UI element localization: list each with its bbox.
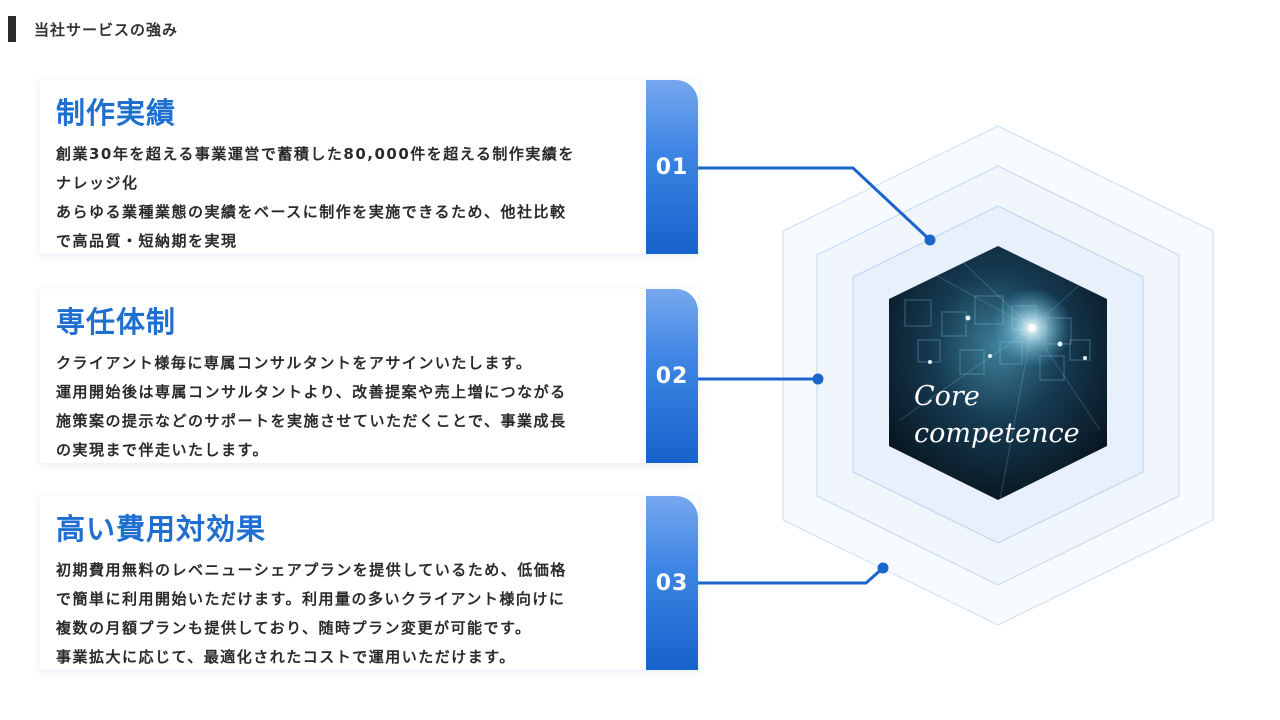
number-tab: 03 — [646, 496, 698, 670]
number-tab: 02 — [646, 289, 698, 463]
card-text-line: で高品質・短納期を実現 — [56, 232, 238, 250]
card-body: 専任体制 クライアント様毎に専属コンサルタントをアサインいたします。 運用開始後… — [56, 303, 636, 465]
strength-card-02: 専任体制 クライアント様毎に専属コンサルタントをアサインいたします。 運用開始後… — [40, 289, 698, 463]
connector-dot-03 — [877, 562, 889, 574]
connector-dot-01 — [924, 234, 936, 246]
card-text-line: の実現まで伴走いたします。 — [56, 441, 270, 459]
tab-number: 02 — [655, 363, 689, 389]
header-accent-bar — [8, 16, 16, 42]
card-text-line: ナレッジ化 — [56, 174, 139, 192]
section-header: 当社サービスの強み — [8, 16, 178, 42]
strength-card-03: 高い費用対効果 初期費用無料のレベニューシェアプランを提供しているため、低価格 … — [40, 496, 698, 670]
card-title: 専任体制 — [56, 305, 177, 339]
connector-01 — [698, 166, 932, 242]
card-body: 制作実績 創業30年を超える事業運営で蓄積した80,000件を超える制作実績を … — [56, 94, 636, 256]
header-title: 当社サービスの強み — [34, 20, 179, 39]
connector-dot-02 — [812, 373, 824, 385]
core-text-line1: Core — [914, 381, 980, 412]
card-title: 制作実績 — [56, 96, 177, 130]
card-title: 高い費用対効果 — [56, 512, 267, 546]
card-text-line: 複数の月額プランも提供しており、随時プラン変更が可能です。 — [56, 619, 532, 637]
card-text-line: で簡単に利用開始いただけます。利用量の多いクライアント様向けに — [56, 590, 566, 608]
card-text-line: 施策案の提示などのサポートを実施させていただくことで、事業成長 — [56, 412, 567, 430]
card-body: 高い費用対効果 初期費用無料のレベニューシェアプランを提供しているため、低価格 … — [56, 510, 636, 672]
connector-03 — [698, 566, 884, 585]
card-text-line: あらゆる業種業態の実績をベースに制作を実施できるため、他社比較 — [56, 203, 567, 221]
tab-number: 01 — [655, 154, 689, 180]
card-text-line: 事業拡大に応じて、最適化されたコストで運用いただけます。 — [56, 648, 516, 666]
card-text-line: クライアント様毎に専属コンサルタントをアサインいたします。 — [56, 354, 533, 372]
number-tab: 01 — [646, 80, 698, 254]
card-text-line: 運用開始後は専属コンサルタントより、改善提案や売上増につながる — [56, 383, 567, 401]
tab-number: 03 — [655, 570, 689, 596]
core-image — [889, 246, 1107, 500]
card-text-line: 創業30年を超える事業運営で蓄積した80,000件を超える制作実績を — [56, 145, 575, 163]
strength-card-01: 制作実績 創業30年を超える事業運営で蓄積した80,000件を超える制作実績を … — [40, 80, 698, 254]
core-text-line2: competence — [914, 418, 1080, 449]
card-text-line: 初期費用無料のレベニューシェアプランを提供しているため、低価格 — [56, 561, 567, 579]
